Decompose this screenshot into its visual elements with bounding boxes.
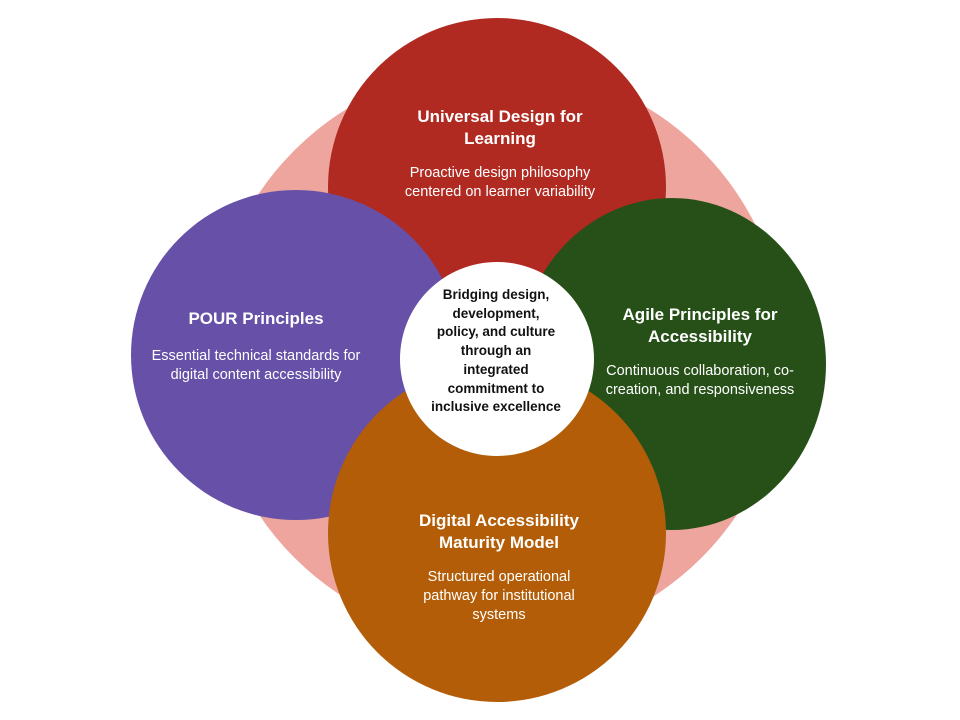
center-text: Bridging design, development, policy, an… [431,287,561,415]
pour-title: POUR Principles [188,309,324,328]
udl-description: Proactive design philosophy centered on … [404,165,596,200]
pour-label: POUR Principles Essential technical stan… [146,308,366,385]
center-circle [400,262,594,456]
agile-description: Continuous collaboration, co-creation, a… [605,363,795,398]
dam-description: Structured operational pathway for insti… [423,569,575,623]
agile-title: Agile Principles for Accessibility [622,305,778,346]
agile-label: Agile Principles for Accessibility Conti… [604,304,796,400]
pour-description: Essential technical standards for digita… [151,348,361,383]
dam-label: Digital Accessibility Maturity Model Str… [402,510,596,625]
udl-label: Universal Design for Learning Proactive … [380,106,620,202]
dam-title: Digital Accessibility Maturity Model [419,511,579,552]
udl-title: Universal Design for Learning [417,107,583,148]
